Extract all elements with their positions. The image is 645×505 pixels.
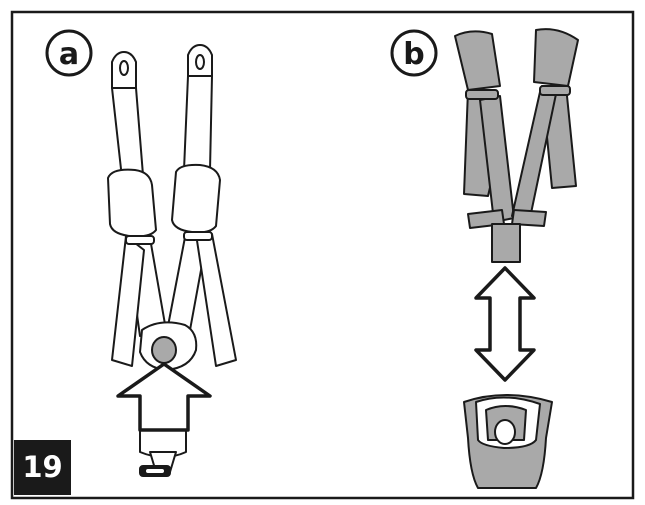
panel-b-label-circle xyxy=(390,29,438,77)
panel-b-left-shoulder xyxy=(454,30,501,91)
panel-b: b xyxy=(390,28,579,489)
panel-b-right-shoulder xyxy=(533,28,579,87)
panel-a-right-strap-upper xyxy=(183,75,213,171)
double-vertical-arrow-icon xyxy=(474,266,536,382)
step-number-badge: 19 xyxy=(14,440,71,495)
panel-b-buckle-tongue xyxy=(491,223,521,263)
panel-a-buckle-button xyxy=(151,336,177,364)
panel-b-crotch-pad-hole xyxy=(494,419,516,445)
panel-b-label: b xyxy=(403,37,424,72)
panel-a-right-shoulder-pad xyxy=(171,163,221,234)
panel-a: a xyxy=(45,29,237,477)
panel-a-label-circle xyxy=(45,29,93,77)
panel-a-label: a xyxy=(59,37,79,72)
up-arrow-icon xyxy=(116,362,212,432)
panel-a-left-shoulder-pad xyxy=(107,168,157,238)
panel-a-left-strap-outer xyxy=(111,235,145,367)
